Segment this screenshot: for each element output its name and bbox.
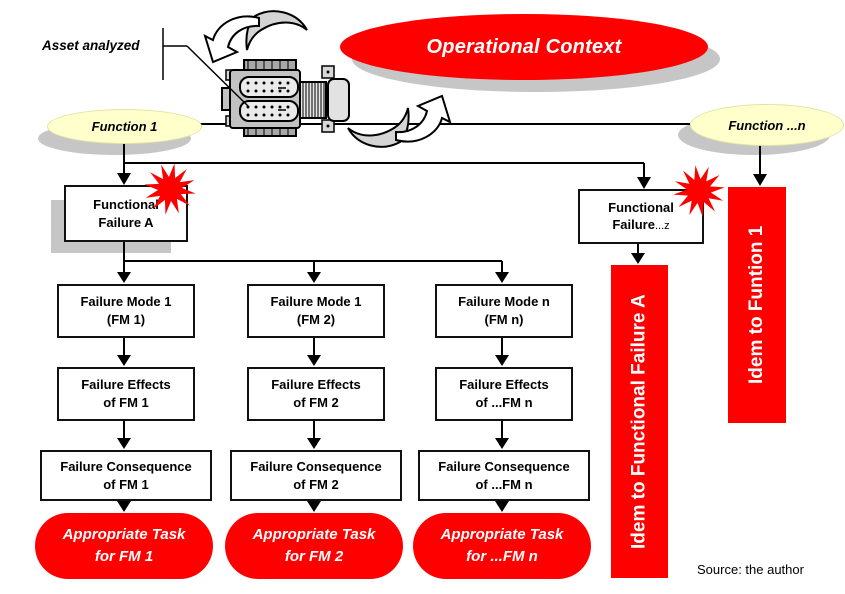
function-1-ellipse: Function 1 bbox=[47, 109, 202, 144]
failure-mode-1-box: Failure Mode 1 (FM 1) bbox=[57, 284, 195, 338]
functional-failure-a-box: Functional Failure A bbox=[64, 185, 188, 242]
failure-mode-2-box: Failure Mode 1 (FM 2) bbox=[247, 284, 385, 338]
failure-consequence-2-box: Failure Consequence of FM 2 bbox=[230, 450, 402, 501]
appropriate-task-n-shape: Appropriate Task for ...FM n bbox=[413, 513, 591, 579]
curved-arrow-icon bbox=[347, 95, 451, 148]
failure-consequence-1-box: Failure Consequence of FM 1 bbox=[40, 450, 212, 501]
failure-effects-2-box: Failure Effects of FM 2 bbox=[247, 367, 385, 421]
asset-analyzed-label: Asset analyzed bbox=[42, 38, 140, 53]
engine-clipart bbox=[221, 59, 350, 137]
failure-mode-n-box: Failure Mode n (FM n) bbox=[435, 284, 573, 338]
arrowhead bbox=[117, 173, 131, 185]
failure-effects-1-box: Failure Effects of FM 1 bbox=[57, 367, 195, 421]
function-n-ellipse: Function ...n bbox=[690, 104, 844, 146]
operational-context-ellipse: Operational Context bbox=[340, 14, 708, 80]
failure-effects-n-box: Failure Effects of ...FM n bbox=[435, 367, 573, 421]
idem-function-bar: Idem to Funtion 1 bbox=[728, 187, 786, 423]
appropriate-task-1-shape: Appropriate Task for FM 1 bbox=[35, 513, 213, 579]
idem-functional-failure-bar: Idem to Functional Failure A bbox=[611, 265, 668, 578]
failure-consequence-n-box: Failure Consequence of ...FM n bbox=[418, 450, 590, 501]
curved-arrow-icon bbox=[204, 10, 308, 63]
appropriate-task-2-shape: Appropriate Task for FM 2 bbox=[225, 513, 403, 579]
source-caption: Source: the author bbox=[697, 562, 804, 577]
